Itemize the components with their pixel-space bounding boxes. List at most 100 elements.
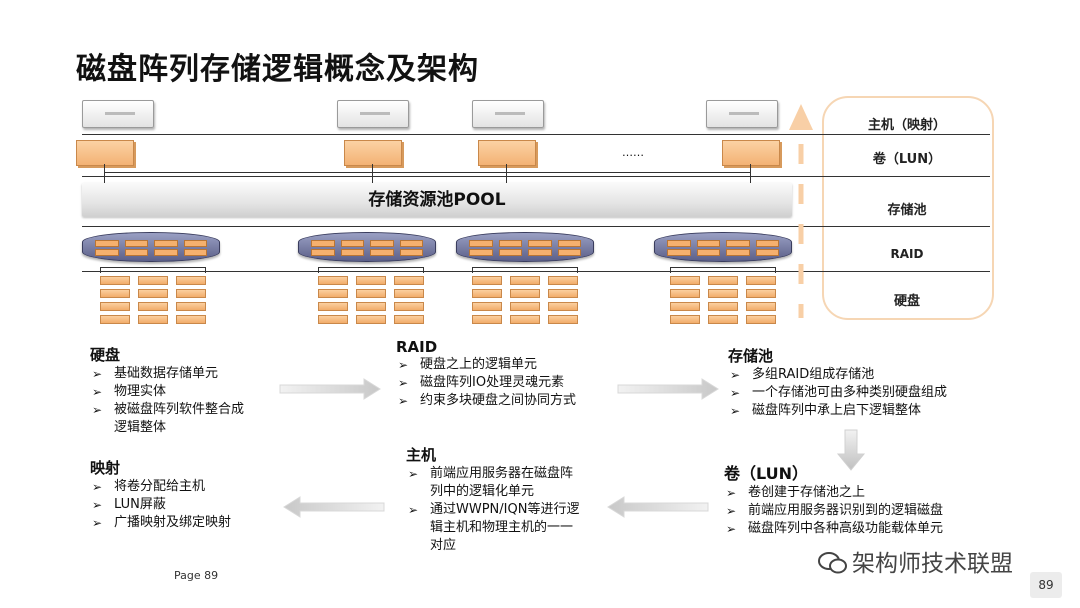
page-title: 磁盘阵列存储逻辑概念及架构 bbox=[76, 52, 479, 87]
legend-host: 主机（映射） bbox=[867, 118, 946, 133]
lun-block-title: 卷（LUN） bbox=[724, 464, 809, 483]
list-item-text: 逻辑整体 bbox=[114, 420, 167, 435]
raid-group-icon bbox=[456, 232, 594, 262]
list-item-text: 基础数据存储单元 bbox=[114, 366, 219, 381]
flow-arrow-right-icon bbox=[279, 378, 381, 400]
arrow-bullet-icon: ➢ bbox=[730, 368, 741, 382]
list-item: 对应 bbox=[406, 537, 579, 555]
connector bbox=[506, 164, 507, 183]
list-item: ➢ 广播映射及绑定映射 bbox=[90, 514, 231, 532]
list-item-text: 约束多块硬盘之间协同方式 bbox=[420, 393, 577, 408]
list-item: ➢ 前端应用服务器识别到的逻辑磁盘 bbox=[724, 502, 943, 520]
arrow-bullet-icon: ➢ bbox=[730, 386, 741, 400]
list-item: ➢ 前端应用服务器在磁盘阵 bbox=[406, 465, 579, 483]
legend-panel bbox=[822, 96, 994, 320]
list-item-text: 磁盘阵列中承上启下逻辑整体 bbox=[752, 403, 922, 418]
arrow-bullet-icon: ➢ bbox=[92, 385, 103, 399]
layer-line-lun bbox=[82, 176, 990, 177]
list-item: ➢被磁盘阵列软件整合成 bbox=[90, 401, 244, 419]
list-item-text: 通过WWPN/IQN等进行逻 bbox=[430, 502, 580, 517]
mapping-block-title: 映射 bbox=[90, 459, 121, 477]
legend-lun: 卷（LUN） bbox=[872, 152, 942, 167]
host-server-icon bbox=[337, 100, 409, 128]
disk-group bbox=[472, 276, 592, 330]
watermark: 架构师技术联盟 bbox=[818, 544, 1013, 578]
wechat-icon bbox=[818, 551, 848, 575]
layer-line-host bbox=[82, 134, 990, 135]
list-item-text: 前端应用服务器识别到的逻辑磁盘 bbox=[748, 503, 944, 518]
page-number-badge: 89 bbox=[1030, 572, 1062, 598]
disk-group bbox=[670, 276, 790, 330]
list-item-text: 将卷分配给主机 bbox=[114, 479, 206, 494]
raid-group-icon bbox=[82, 232, 220, 262]
list-item-text: 多组RAID组成存储池 bbox=[752, 367, 875, 382]
disk-block-title: 硬盘 bbox=[90, 346, 121, 364]
list-item-text: 对应 bbox=[430, 538, 457, 553]
host-server-icon bbox=[82, 100, 154, 128]
arrow-bullet-icon: ➢ bbox=[398, 376, 409, 390]
arrow-bullet-icon: ➢ bbox=[726, 522, 737, 536]
list-item: ➢一个存储池可由多种类别硬盘组成 bbox=[728, 384, 947, 402]
lun-icon bbox=[344, 140, 402, 166]
connector bbox=[104, 164, 105, 183]
list-item: 列中的逻辑化单元 bbox=[406, 483, 579, 501]
list-item: ➢ 约束多块硬盘之间协同方式 bbox=[396, 392, 576, 410]
list-item: ➢ 将卷分配给主机 bbox=[90, 478, 231, 496]
storage-pool-bar: 存储资源池POOL bbox=[82, 183, 792, 217]
list-item: ➢ 硬盘之上的逻辑单元 bbox=[396, 356, 576, 374]
lun-icon bbox=[76, 140, 134, 166]
host-server-icon bbox=[472, 100, 544, 128]
list-item-text: 前端应用服务器在磁盘阵 bbox=[430, 466, 574, 481]
arrow-bullet-icon: ➢ bbox=[726, 504, 737, 518]
layer-direction-arrow bbox=[789, 104, 813, 318]
raid-block: RAID ➢硬盘之上的逻辑单元 ➢磁盘阵列IO处理灵魂元素 ➢约束多块硬盘之间协… bbox=[396, 338, 576, 410]
list-item: 辑主机和物理主机的一一 bbox=[406, 519, 579, 537]
bracket bbox=[100, 267, 206, 273]
layer-line-pool bbox=[82, 226, 990, 227]
arrow-bullet-icon: ➢ bbox=[92, 480, 103, 494]
connector bbox=[372, 164, 373, 183]
raid-group-icon bbox=[654, 232, 792, 262]
flow-arrow-left-icon bbox=[283, 496, 385, 518]
flow-arrow-right-icon bbox=[617, 378, 719, 400]
host-block: 主机 ➢ 前端应用服务器在磁盘阵 列中的逻辑化单元 ➢ 通过WWPN/IQN等进行逻… bbox=[406, 444, 579, 555]
host-block-title: 主机 bbox=[406, 446, 437, 464]
ellipsis: …… bbox=[622, 146, 644, 159]
list-item: ➢ 磁盘阵列IO处理灵魂元素 bbox=[396, 374, 576, 392]
list-item: ➢ 通过WWPN/IQN等进行逻 bbox=[406, 501, 579, 519]
mapping-block: 映射 ➢ 将卷分配给主机 ➢ LUN屏蔽 ➢ 广播映射及绑定映射 bbox=[90, 457, 231, 532]
page-label: Page 89 bbox=[174, 569, 219, 582]
disk-block: 硬盘 ➢基础数据存储单元 ➢ 物理实体 ➢被磁盘阵列软件整合成 逻辑整体 bbox=[90, 344, 244, 437]
bracket bbox=[472, 267, 578, 273]
watermark-text: 架构师技术联盟 bbox=[852, 551, 1013, 577]
list-item-text: 物理实体 bbox=[114, 384, 167, 399]
list-item-text: 被磁盘阵列软件整合成 bbox=[114, 402, 245, 417]
raid-group-icon bbox=[298, 232, 436, 262]
pool-block-title: 存储池 bbox=[728, 347, 774, 365]
host-server-icon bbox=[706, 100, 778, 128]
list-item: ➢基础数据存储单元 bbox=[90, 365, 244, 383]
bracket bbox=[670, 267, 776, 273]
list-item-text: 辑主机和物理主机的一一 bbox=[430, 520, 574, 535]
list-item-text: 硬盘之上的逻辑单元 bbox=[420, 357, 538, 372]
list-item-text: LUN屏蔽 bbox=[114, 497, 166, 512]
arrow-bullet-icon: ➢ bbox=[398, 394, 409, 408]
connector bbox=[104, 172, 750, 173]
lun-icon bbox=[478, 140, 536, 166]
flow-arrow-down-icon bbox=[836, 429, 866, 471]
layer-line-raid bbox=[82, 271, 990, 272]
list-item: ➢ 物理实体 bbox=[90, 383, 244, 401]
list-item: ➢ 多组RAID组成存储池 bbox=[728, 366, 947, 384]
arrow-bullet-icon: ➢ bbox=[92, 516, 103, 530]
list-item-text: 磁盘阵列IO处理灵魂元素 bbox=[420, 375, 565, 390]
legend-disk: 硬盘 bbox=[893, 294, 920, 309]
arrow-bullet-icon: ➢ bbox=[408, 503, 419, 517]
disk-group bbox=[318, 276, 438, 330]
flow-arrow-left-icon bbox=[607, 496, 709, 518]
list-item-text: 广播映射及绑定映射 bbox=[114, 515, 232, 530]
list-item: ➢磁盘阵列中各种高级功能载体单元 bbox=[724, 520, 943, 538]
arrow-bullet-icon: ➢ bbox=[398, 358, 409, 372]
lun-icon bbox=[722, 140, 780, 166]
arrow-bullet-icon: ➢ bbox=[408, 467, 419, 481]
list-item: ➢磁盘阵列中承上启下逻辑整体 bbox=[728, 402, 947, 420]
